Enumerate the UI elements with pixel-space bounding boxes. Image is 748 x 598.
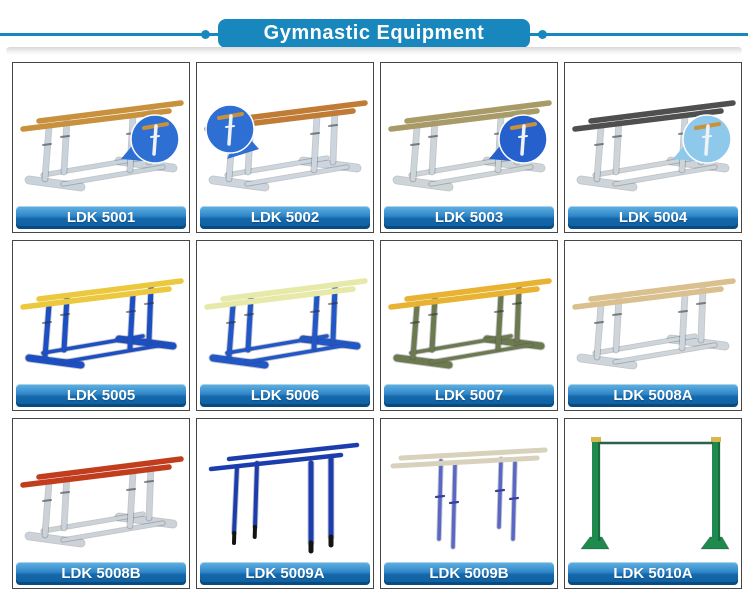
product-card[interactable]: LDK 5002 [196, 62, 374, 233]
product-code: LDK 5009B [429, 565, 509, 582]
product-photo [199, 65, 371, 204]
product-card[interactable]: LDK 5008B [12, 418, 190, 589]
product-code: LDK 5007 [434, 387, 504, 404]
product-card[interactable]: LDK 5007 [380, 240, 558, 411]
product-photo [199, 243, 371, 382]
product-card[interactable]: LDK 5005 [12, 240, 190, 411]
product-card[interactable]: LDK 5008A [564, 240, 742, 411]
product-code-badge: LDK 5008A [568, 384, 738, 407]
product-code: LDK 5009A [245, 565, 325, 582]
product-card[interactable]: LDK 5004 [564, 62, 742, 233]
product-code: LDK 5008A [613, 387, 693, 404]
product-card[interactable]: LDK 5010A [564, 418, 742, 589]
product-code: LDK 5008B [61, 565, 141, 582]
product-photo [15, 421, 187, 560]
product-card[interactable]: LDK 5003 [380, 62, 558, 233]
product-photo [199, 421, 371, 560]
product-code-badge: LDK 5009B [384, 562, 554, 585]
product-code-badge: LDK 5010A [568, 562, 738, 585]
product-photo [15, 243, 187, 382]
product-code: LDK 5010A [613, 565, 693, 582]
product-code-badge: LDK 5003 [384, 206, 554, 229]
product-code-badge: LDK 5001 [16, 206, 186, 229]
product-code: LDK 5003 [434, 209, 504, 226]
product-code-badge: LDK 5008B [16, 562, 186, 585]
product-photo [567, 243, 739, 382]
product-photo [567, 65, 739, 204]
product-card[interactable]: LDK 5009A [196, 418, 374, 589]
product-photo [15, 65, 187, 204]
page-title: Gymnastic Equipment [218, 19, 530, 48]
product-code: LDK 5002 [250, 209, 320, 226]
product-photo [567, 421, 739, 560]
product-photo [383, 421, 555, 560]
product-code-badge: LDK 5005 [16, 384, 186, 407]
product-code: LDK 5006 [250, 387, 320, 404]
page-header: Gymnastic Equipment [0, 0, 748, 60]
header-dot-left [201, 30, 210, 39]
product-photo [383, 243, 555, 382]
product-code: LDK 5005 [66, 387, 136, 404]
product-card[interactable]: LDK 5009B [380, 418, 558, 589]
product-photo [383, 65, 555, 204]
product-card[interactable]: LDK 5006 [196, 240, 374, 411]
product-code-badge: LDK 5004 [568, 206, 738, 229]
product-code: LDK 5004 [618, 209, 688, 226]
product-code-badge: LDK 5006 [200, 384, 370, 407]
product-code-badge: LDK 5009A [200, 562, 370, 585]
product-code-badge: LDK 5007 [384, 384, 554, 407]
header-shadow [6, 47, 742, 55]
product-code: LDK 5001 [66, 209, 136, 226]
header-dot-right [538, 30, 547, 39]
product-card[interactable]: LDK 5001 [12, 62, 190, 233]
product-code-badge: LDK 5002 [200, 206, 370, 229]
